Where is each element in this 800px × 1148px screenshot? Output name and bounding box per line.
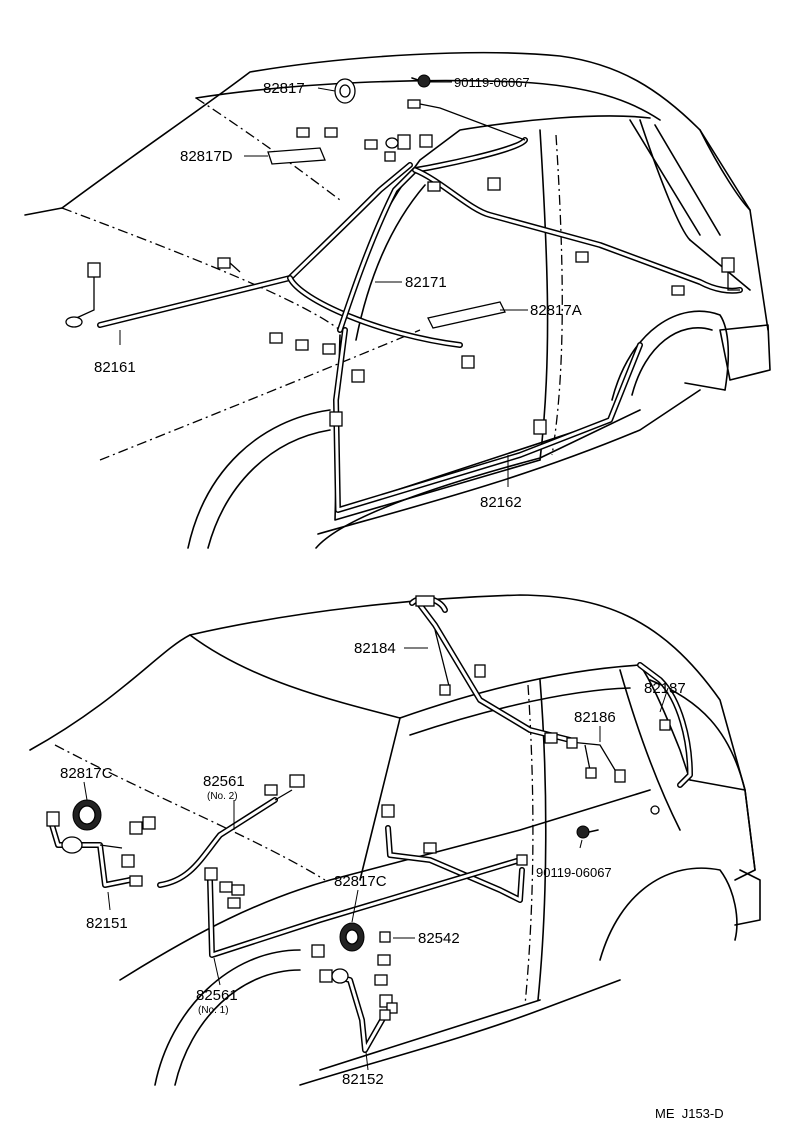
bottom-connectors: [46, 595, 671, 1021]
top-leaders: [119, 81, 528, 487]
part-labels: 82817 90119-06067 82817D 82171 82817A 82…: [60, 75, 724, 1121]
label-82186: 82186: [574, 709, 616, 726]
harness-82184: [409, 595, 573, 743]
label-90119-06067-top: 90119-06067: [454, 75, 530, 90]
label-82152: 82152: [342, 1071, 384, 1088]
label-82151: 82151: [86, 915, 128, 932]
top-connectors: [65, 74, 740, 435]
label-82542: 82542: [418, 930, 460, 947]
top-vehicle-view: [24, 51, 771, 549]
harness-82161: [97, 162, 463, 348]
bolt-90119-bottom-icon: [576, 825, 590, 839]
label-82561-no2-sub: (No. 2): [207, 791, 238, 802]
bottom-leaders: [83, 647, 669, 1071]
label-82817C-left: 82817C: [60, 765, 113, 782]
harness-82561-no2: [157, 789, 293, 888]
pad-82817D-icon: [267, 147, 326, 165]
label-90119-06067-bottom: 90119-06067: [536, 865, 612, 880]
bolt-90119-top-icon: [417, 74, 431, 88]
label-82171: 82171: [405, 274, 447, 291]
label-82561-no2: 82561: [203, 773, 245, 790]
pad-82817A-icon: [427, 301, 506, 329]
part-82542-icon: [379, 931, 391, 943]
label-82817D: 82817D: [180, 148, 233, 165]
harness-82187: [637, 662, 693, 788]
bottom-vehicle-view: [29, 594, 761, 1086]
harness-82152: [327, 972, 388, 1053]
label-82817A: 82817A: [530, 302, 582, 319]
harness-82171: [333, 137, 743, 513]
label-82817C-mid: 82817C: [334, 873, 387, 890]
label-82561-no1-sub: (No. 1): [198, 1005, 229, 1016]
label-82161: 82161: [94, 359, 136, 376]
label-82162: 82162: [480, 494, 522, 511]
label-82184: 82184: [354, 640, 396, 657]
harness-82561-no1: [207, 857, 523, 958]
harness-82151: [49, 822, 133, 888]
label-82561-no1: 82561: [196, 987, 238, 1004]
diagram-code: ME J153-D: [655, 1106, 724, 1121]
label-82817: 82817: [263, 80, 305, 97]
label-82187: 82187: [644, 680, 686, 697]
